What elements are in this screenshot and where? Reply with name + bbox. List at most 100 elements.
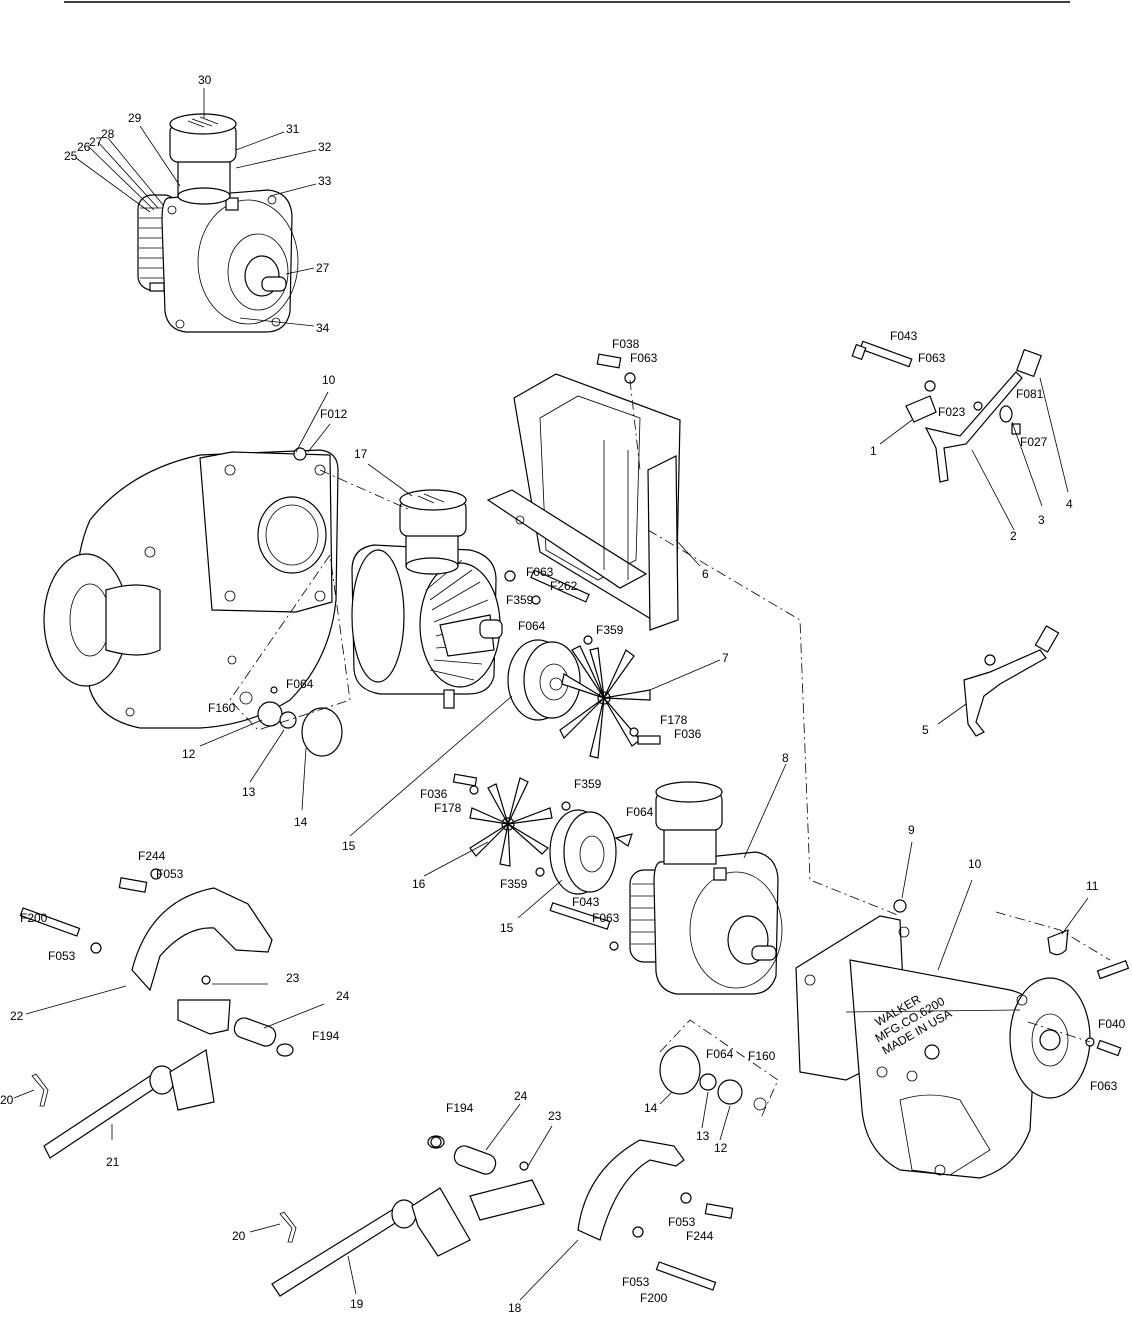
callout-F063-c: F063: [526, 565, 554, 579]
hairpin-20-bottom: [279, 1211, 297, 1243]
callout-F160-b: F160: [748, 1049, 776, 1063]
callout-F359-b: F359: [596, 623, 624, 637]
callout-F063-b: F063: [918, 351, 946, 365]
pulley-15-lower: [549, 809, 617, 895]
callout-5: 5: [922, 723, 929, 737]
callout-30: 30: [198, 73, 212, 87]
bolt-clip: [1096, 959, 1130, 980]
callout-F178-a: F178: [660, 713, 688, 727]
shaft-21-assembly: [43, 975, 294, 1159]
transmission-housing-right: WALKER MFG.CO.6200 MADE IN USA: [795, 899, 1091, 1179]
assembly-lines: [229, 379, 1111, 1121]
callout-24-bottom: 24: [514, 1089, 528, 1103]
callout-F053-b: F053: [48, 949, 76, 963]
callout-24-left: 24: [336, 989, 350, 1003]
callout-F262: F262: [550, 579, 578, 593]
callout-F036-b: F036: [420, 787, 448, 801]
callout-1: 1: [870, 444, 877, 458]
callout-13-right: 13: [696, 1129, 710, 1143]
callout-F023: F023: [938, 405, 966, 419]
callout-20-bottom: 20: [232, 1229, 246, 1243]
callout-F063-d: F063: [592, 911, 620, 925]
gear-set-left: [239, 691, 343, 757]
callout-F064-d: F064: [706, 1047, 734, 1061]
callout-F043-a: F043: [890, 329, 918, 343]
callout-22: 22: [10, 1009, 24, 1023]
callout-15-lower: 15: [500, 921, 514, 935]
callout-F178-b: F178: [434, 801, 462, 815]
callout-F244-a: F244: [138, 849, 166, 863]
callout-F063-e: F063: [1090, 1079, 1118, 1093]
callout-14-left: 14: [294, 815, 308, 829]
callout-F053-a: F053: [156, 867, 184, 881]
callout-10-left: 10: [322, 373, 336, 387]
callout-F064-a: F064: [518, 619, 546, 633]
callout-F012: F012: [320, 407, 348, 421]
callout-F194-b: F194: [446, 1101, 474, 1115]
callout-F200-a: F200: [20, 911, 48, 925]
cooling-fan-16: [469, 777, 553, 867]
callout-F200-b: F200: [640, 1291, 668, 1305]
callout-12-right: 12: [714, 1141, 728, 1155]
callout-F043-b: F043: [572, 895, 600, 909]
callout-13-left: 13: [242, 785, 256, 799]
callout-25: 25: [64, 149, 78, 163]
callout-F081: F081: [1016, 387, 1044, 401]
callout-14-right: 14: [644, 1101, 658, 1115]
callout-F244-b: F244: [686, 1229, 714, 1243]
callout-12-left: 12: [182, 747, 196, 761]
callout-F036-a: F036: [674, 727, 702, 741]
lever-assembly: [851, 340, 1042, 483]
gearbox-assembly-top: [137, 113, 299, 333]
callout-18: 18: [508, 1301, 522, 1315]
callout-27-top: 27: [89, 135, 103, 149]
callout-3: 3: [1038, 513, 1045, 527]
pulley-15-upper: [507, 639, 581, 721]
callout-F063-a: F063: [630, 351, 658, 365]
callout-2: 2: [1010, 529, 1017, 543]
callout-19: 19: [350, 1297, 364, 1311]
cooling-fan-7: [559, 645, 651, 759]
callout-labels: 30 31 32 33 29 28 27 26 25 27 34 F038 F0…: [0, 73, 1126, 1315]
callout-9: 9: [908, 823, 915, 837]
callout-7: 7: [722, 651, 729, 665]
transmission-housing-left: [43, 447, 339, 729]
callout-11: 11: [1086, 879, 1099, 893]
callout-31: 31: [286, 122, 300, 136]
shield-22: [131, 887, 273, 992]
callout-26: 26: [77, 140, 91, 154]
callout-10-right: 10: [968, 857, 982, 871]
callout-32: 32: [318, 140, 332, 154]
callout-27: 27: [316, 261, 330, 275]
callout-F053-d: F053: [622, 1275, 650, 1289]
gear-set-right: [659, 1045, 767, 1111]
callout-F053-c: F053: [668, 1215, 696, 1229]
callout-29: 29: [128, 111, 142, 125]
callout-F038: F038: [612, 337, 640, 351]
hairpin-20-left: [31, 1073, 49, 1107]
lever-5: [963, 625, 1060, 737]
callout-8: 8: [782, 751, 789, 765]
callout-16: 16: [412, 877, 426, 891]
callout-F064-b: F064: [286, 677, 314, 691]
clip-11: [1047, 929, 1069, 956]
callout-23-left: 23: [286, 971, 300, 985]
callout-33: 33: [318, 174, 332, 188]
callout-23-bottom: 23: [548, 1109, 562, 1123]
callout-F194-a: F194: [312, 1029, 340, 1043]
mounting-bracket-6: [486, 373, 681, 631]
callout-28: 28: [101, 127, 115, 141]
callout-20-left: 20: [0, 1093, 14, 1107]
callout-17: 17: [354, 447, 368, 461]
shaft-19-assembly: [271, 1135, 545, 1297]
callout-F040: F040: [1098, 1017, 1126, 1031]
callout-F160-a: F160: [208, 701, 236, 715]
shield-18: [577, 1139, 685, 1241]
callout-4: 4: [1066, 497, 1073, 511]
callout-34: 34: [316, 321, 330, 335]
callout-6: 6: [702, 567, 709, 581]
callout-F027: F027: [1020, 435, 1048, 449]
callout-21: 21: [106, 1155, 120, 1169]
gearbox-assembly-8: [629, 781, 783, 995]
